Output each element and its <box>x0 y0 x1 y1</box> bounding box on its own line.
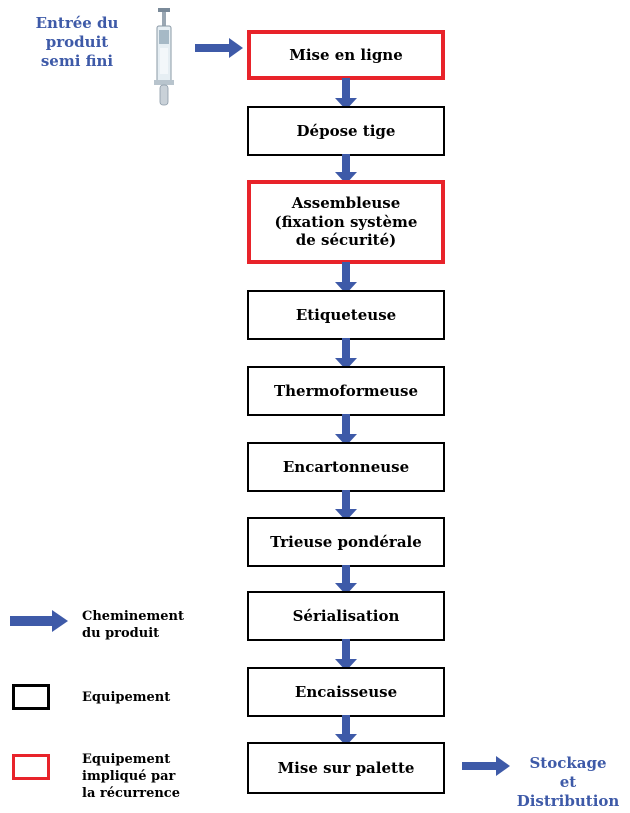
step-label: Mise sur palette <box>278 759 415 778</box>
step-label: Mise en ligne <box>289 46 403 65</box>
legend-recurrence-label: Equipement impliqué par la récurrence <box>82 752 180 803</box>
step-box-1: Mise en ligne <box>247 30 445 80</box>
step-label: Trieuse pondérale <box>270 533 422 552</box>
step-box-2: Dépose tige <box>247 106 445 156</box>
input-label: Entrée du produit semi fini <box>22 14 132 70</box>
syringe-icon <box>152 8 176 108</box>
step-box-9: Encaisseuse <box>247 667 445 717</box>
step-label: Etiqueteuse <box>296 306 396 325</box>
legend-flow-arrow-icon <box>10 610 70 632</box>
step-box-7: Trieuse pondérale <box>247 517 445 567</box>
legend-equipment-box <box>12 684 50 710</box>
step-box-5: Thermoformeuse <box>247 366 445 416</box>
step-box-10: Mise sur palette <box>247 742 445 794</box>
legend-recurrence-box <box>12 754 50 780</box>
step-label: Assembleuse (fixation système de sécurit… <box>275 194 418 250</box>
step-box-8: Sérialisation <box>247 591 445 641</box>
step-box-6: Encartonneuse <box>247 442 445 492</box>
step-label: Dépose tige <box>297 122 396 141</box>
step-label: Thermoformeuse <box>274 382 418 401</box>
output-arrow <box>462 756 512 776</box>
step-box-4: Etiqueteuse <box>247 290 445 340</box>
step-label: Sérialisation <box>293 607 400 626</box>
input-arrow <box>195 38 245 58</box>
legend-flow-label: Cheminement du produit <box>82 609 184 643</box>
output-label: Stockage et Distribution <box>512 754 624 810</box>
step-label: Encaisseuse <box>295 683 397 702</box>
legend-equipment-label: Equipement <box>82 690 170 707</box>
step-box-3: Assembleuse (fixation système de sécurit… <box>247 180 445 264</box>
step-label: Encartonneuse <box>283 458 409 477</box>
